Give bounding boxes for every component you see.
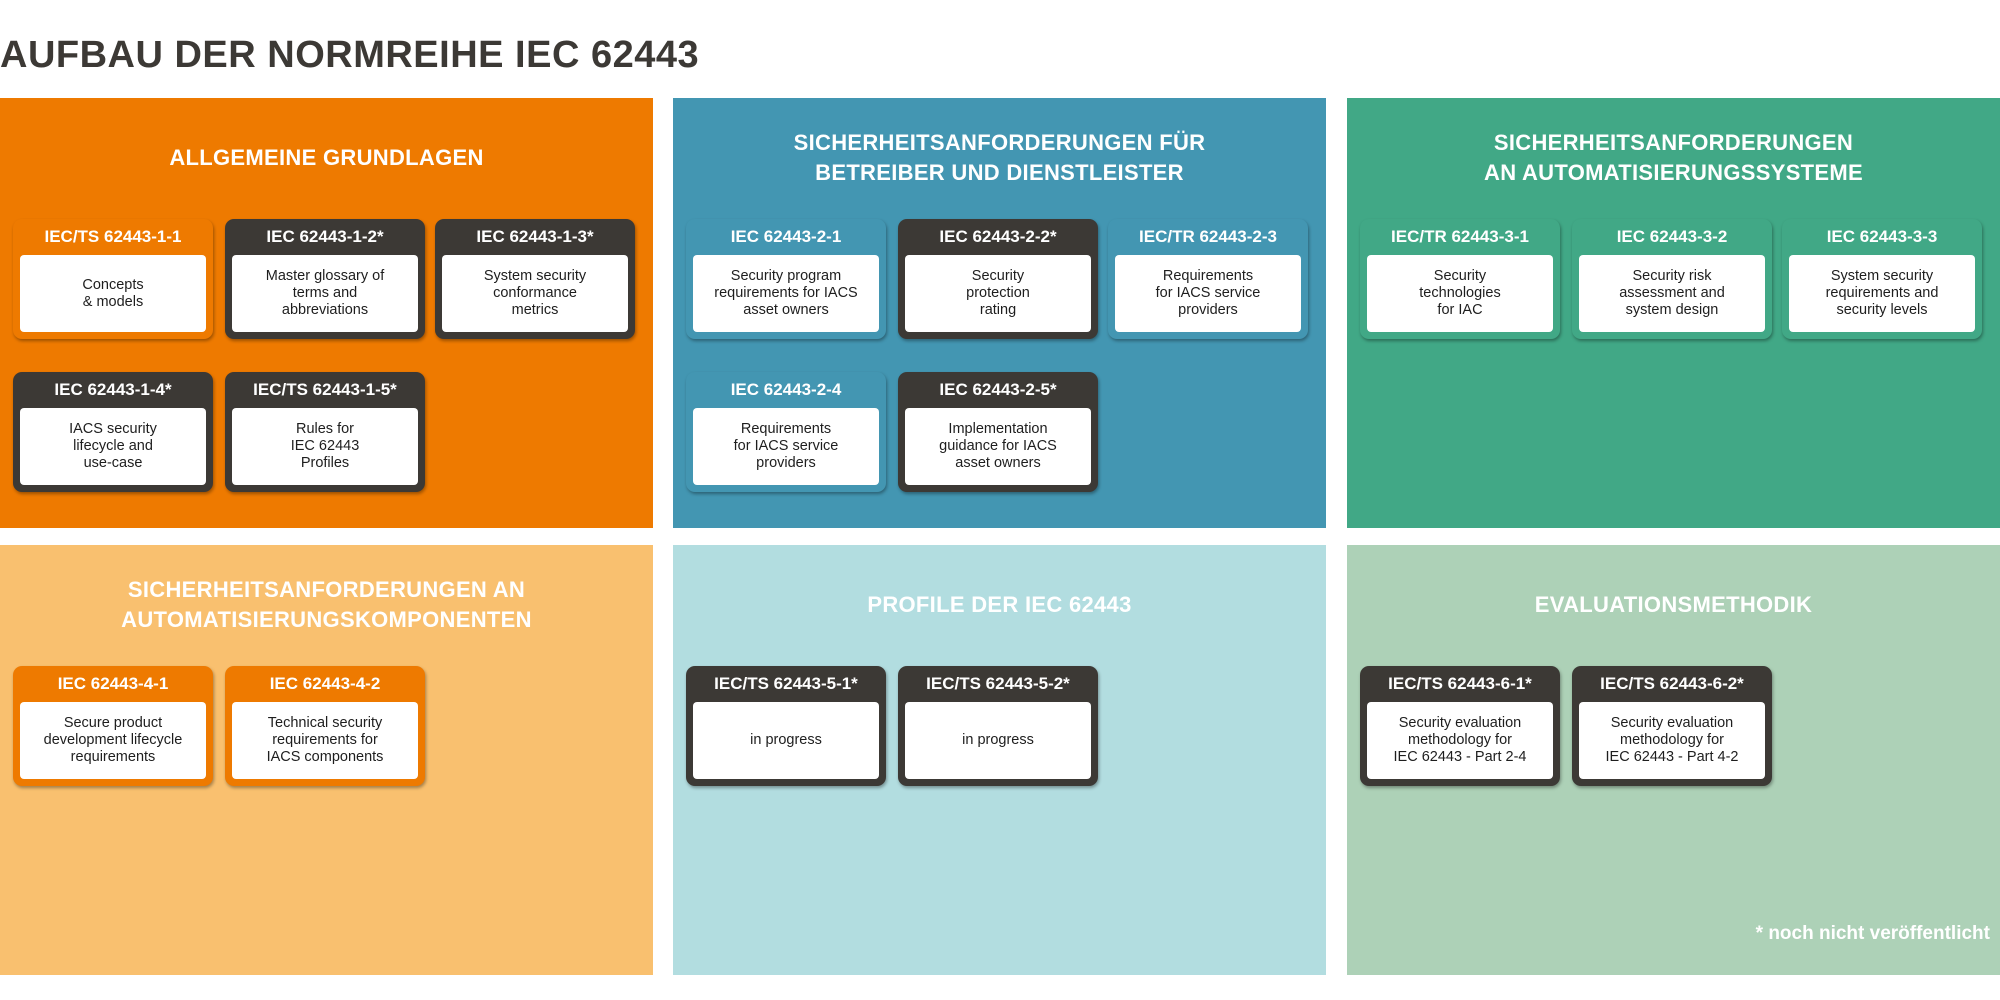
standard-card[interactable]: IEC 62443-2-5* Implementation guidance fo… — [898, 372, 1098, 492]
standard-code: IEC/TR 62443-2-3 — [1139, 227, 1277, 246]
standard-code: IEC/TR 62443-3-1 — [1391, 227, 1529, 246]
standard-description: Concepts & models — [20, 255, 206, 332]
standard-code: IEC 62443-1-4* — [54, 380, 172, 399]
standard-card[interactable]: IEC 62443-2-2* Security protection rating — [898, 219, 1098, 339]
standard-description: Requirements for IACS service providers — [1115, 255, 1301, 332]
standard-code: IEC 62443-4-1 — [57, 674, 169, 693]
panel-evaluationsmethodik: EVALUATIONSMETHODIK IEC/TS 62443-6-1* Secu… — [1347, 545, 2000, 975]
standard-code: IEC 62443-2-1 — [730, 227, 842, 246]
standard-description: IACS security lifecycle and use-case — [20, 408, 206, 485]
panel-title: PROFILE DER IEC 62443 — [867, 592, 1132, 617]
standard-description: Security risk assessment and system desi… — [1579, 255, 1765, 332]
standard-card[interactable]: IEC/TS 62443-5-2* in progress — [898, 666, 1098, 786]
standard-description: System security requirements and securit… — [1789, 255, 1975, 332]
standard-card[interactable]: IEC 62443-1-3* System security conformanc… — [435, 219, 635, 339]
standard-description: Implementation guidance for IACS asset o… — [905, 408, 1091, 485]
standard-code: IEC 62443-2-4 — [730, 380, 842, 399]
standard-code: IEC/TS 62443-5-2* — [926, 674, 1070, 693]
standard-code: IEC 62443-1-3* — [476, 227, 594, 246]
standard-code: IEC 62443-1-2* — [266, 227, 384, 246]
standard-description: Security evaluation methodology for IEC … — [1579, 702, 1765, 779]
standard-description: Security protection rating — [905, 255, 1091, 332]
standard-description: Security evaluation methodology for IEC … — [1367, 702, 1553, 779]
standard-description: Technical security requirements for IACS… — [232, 702, 418, 779]
standard-description: Master glossary of terms and abbreviatio… — [232, 255, 418, 332]
standard-code: IEC 62443-2-5* — [939, 380, 1057, 399]
standard-description: Security program requirements for IACS a… — [693, 255, 879, 332]
standard-code: IEC 62443-4-2 — [269, 674, 381, 693]
standard-card[interactable]: IEC/TS 62443-6-1* Security evaluation met… — [1360, 666, 1560, 786]
panel-title: ALLGEMEINE GRUNDLAGEN — [169, 145, 484, 170]
standard-card[interactable]: IEC/TS 62443-1-5* Rules for IEC 62443 Pro… — [225, 372, 425, 492]
footnote: * noch nicht veröffentlicht — [1755, 923, 1990, 944]
standard-code: IEC/TS 62443-6-1* — [1388, 674, 1532, 693]
standard-code: IEC 62443-3-2 — [1616, 227, 1728, 246]
standard-code: IEC 62443-2-2* — [939, 227, 1057, 246]
standard-code: IEC/TS 62443-1-1 — [44, 227, 182, 246]
standard-description: Security technologies for IAC — [1367, 255, 1553, 332]
standard-description: in progress — [905, 702, 1091, 779]
standard-card[interactable]: IEC/TS 62443-6-2* Security evaluation met… — [1572, 666, 1772, 786]
standard-description: Secure product development lifecycle req… — [20, 702, 206, 779]
standard-code: IEC/TS 62443-6-2* — [1600, 674, 1744, 693]
standard-description: Requirements for IACS service providers — [693, 408, 879, 485]
standard-description: System security conformance metrics — [442, 255, 628, 332]
standard-code: IEC/TS 62443-1-5* — [253, 380, 397, 399]
panel-title: EVALUATIONSMETHODIK — [1534, 592, 1813, 617]
standard-description: Rules for IEC 62443 Profiles — [232, 408, 418, 485]
standard-card[interactable]: IEC 62443-1-4* IACS security lifecycle an… — [13, 372, 213, 492]
standard-code: IEC 62443-3-3 — [1826, 227, 1938, 246]
standard-card[interactable]: IEC 62443-1-2* Master glossary of terms a… — [225, 219, 425, 339]
standard-card[interactable]: IEC/TS 62443-5-1* in progress — [686, 666, 886, 786]
page-title: AUFBAU DER NORMREIHE IEC 62443 — [0, 34, 700, 76]
standard-code: IEC/TS 62443-5-1* — [714, 674, 858, 693]
standard-description: in progress — [693, 702, 879, 779]
